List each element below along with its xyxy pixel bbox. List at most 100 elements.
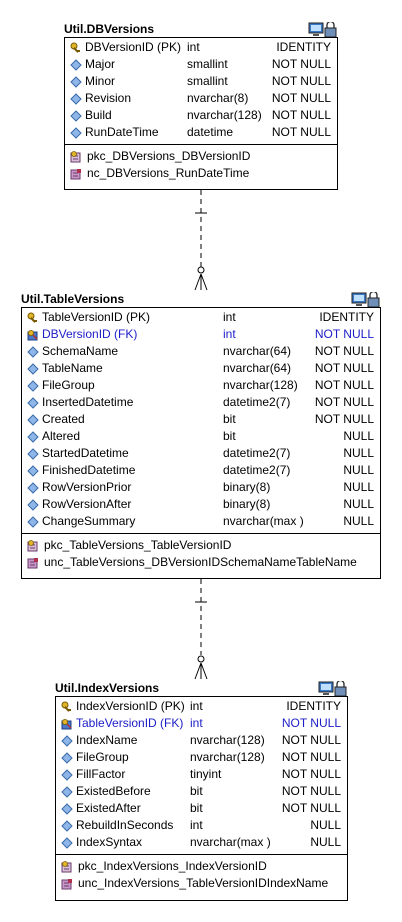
column-row[interactable]: TableVersionID (PK) int IDENTITY xyxy=(22,309,380,326)
column-type: datetime2(7) xyxy=(223,463,291,477)
table-tableversions[interactable]: Util.TableVersions TableVersionID (PK) in… xyxy=(21,290,381,579)
column-icon xyxy=(27,431,39,443)
primary-key-index-icon xyxy=(27,540,39,552)
column-name: Altered xyxy=(42,429,81,443)
index-row[interactable]: nc_DBVersions_RunDateTime xyxy=(65,165,337,182)
primary-key-icon xyxy=(61,701,73,713)
index-name: unc_TableVersions_DBVersionIDSchemaNameT… xyxy=(44,555,357,569)
column-nullability: NULL xyxy=(310,835,341,849)
column-name: FileGroup xyxy=(42,378,95,392)
index-row[interactable]: pkc_DBVersions_DBVersionID xyxy=(65,148,337,165)
primary-key-icon xyxy=(70,42,82,54)
column-type: bit xyxy=(223,412,236,426)
index-icon xyxy=(61,878,73,890)
column-row[interactable]: TableVersionID (FK) int NOT NULL xyxy=(56,715,347,732)
column-icon xyxy=(70,59,82,71)
column-nullability: NOT NULL xyxy=(281,733,341,747)
column-nullability: NULL xyxy=(343,446,374,460)
column-type: smallint xyxy=(187,74,228,88)
column-type: int xyxy=(187,40,200,54)
relationship-tableversions-indexversions xyxy=(194,579,208,680)
column-type: int xyxy=(223,310,236,324)
index-row[interactable]: unc_TableVersions_DBVersionIDSchemaNameT… xyxy=(22,554,380,571)
column-nullability: NOT NULL xyxy=(271,74,331,88)
column-icon xyxy=(61,820,73,832)
column-nullability: NULL xyxy=(343,514,374,528)
index-row[interactable]: unc_IndexVersions_TableVersionIDIndexNam… xyxy=(56,875,347,892)
column-name: Minor xyxy=(85,74,116,88)
column-nullability: IDENTITY xyxy=(319,310,374,324)
column-nullability: NOT NULL xyxy=(314,344,374,358)
table-title: Util.TableVersions xyxy=(21,292,125,306)
column-name: FillFactor xyxy=(76,767,126,781)
column-type: smallint xyxy=(187,57,228,71)
column-nullability: NOT NULL xyxy=(281,767,341,781)
column-name: RowVersionAfter xyxy=(42,497,132,511)
column-nullability: NOT NULL xyxy=(281,716,341,730)
column-name: Build xyxy=(85,108,112,122)
column-type: bit xyxy=(223,429,236,443)
column-nullability: NULL xyxy=(343,429,374,443)
column-nullability: NOT NULL xyxy=(271,108,331,122)
column-icon xyxy=(70,127,82,139)
index-row[interactable]: pkc_TableVersions_TableVersionID xyxy=(22,537,380,554)
column-type: nvarchar(128) xyxy=(223,378,298,392)
column-name: TableVersionID (PK) xyxy=(42,310,151,324)
column-name: RunDateTime xyxy=(85,125,159,139)
foreign-key-icon xyxy=(27,329,39,341)
column-icon xyxy=(61,786,73,798)
column-icon xyxy=(27,346,39,358)
column-name: DBVersionID (PK) xyxy=(85,40,182,54)
table-indexversions[interactable]: Util.IndexVersions IndexVersionID (PK)in… xyxy=(55,679,348,901)
column-icon xyxy=(27,363,39,375)
index-name: pkc_IndexVersions_IndexVersionID xyxy=(78,859,267,873)
column-type: binary(8) xyxy=(223,480,271,494)
column-row[interactable]: Minor smallint NOT NULL xyxy=(65,73,337,90)
column-name: RebuildInSeconds xyxy=(76,818,174,832)
column-nullability: NULL xyxy=(310,818,341,832)
column-type: datetime2(7) xyxy=(223,395,291,409)
column-name: RowVersionPrior xyxy=(42,480,132,494)
column-type: bit xyxy=(190,784,203,798)
index-row[interactable]: pkc_IndexVersions_IndexVersionID xyxy=(56,858,347,875)
column-icon xyxy=(70,76,82,88)
column-row[interactable]: Altered bit NULL xyxy=(22,428,380,445)
column-name: TableVersionID (FK) xyxy=(76,716,184,730)
column-nullability: NOT NULL xyxy=(281,801,341,815)
column-nullability: NULL xyxy=(343,463,374,477)
column-nullability: NOT NULL xyxy=(281,750,341,764)
column-name: ExistedBefore xyxy=(76,784,151,798)
column-type: int xyxy=(190,716,203,730)
column-icon xyxy=(61,752,73,764)
